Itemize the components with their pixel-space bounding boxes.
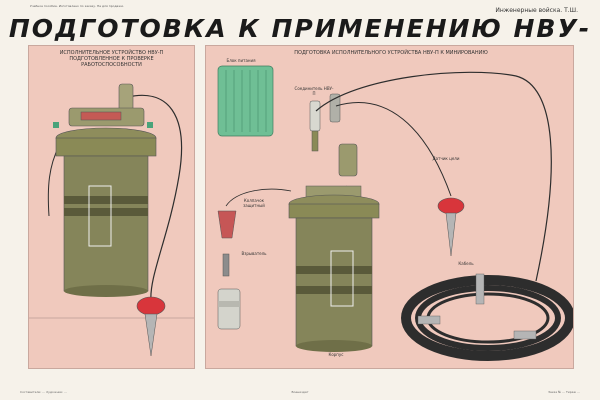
poster-code: Инженерные войска. Т.Ш. xyxy=(495,7,578,14)
top-note: Учебное пособие. Изготовлено по заказу. … xyxy=(30,4,124,8)
footer-center: Воениздат xyxy=(291,390,309,394)
right-panel: ПОДГОТОВКА ИСПОЛНИТЕЛЬНОГО УСТРОЙСТВА НВ… xyxy=(205,45,574,369)
label-fuse: Взрыватель xyxy=(241,251,267,256)
right-panel-caption: ПОДГОТОВКА ИСПОЛНИТЕЛЬНОГО УСТРОЙСТВА НВ… xyxy=(294,50,488,56)
label-battery-block: Блок питания xyxy=(226,58,256,63)
label-connector: Соединитель НВУ-П xyxy=(294,86,334,96)
label-cable: Кабель xyxy=(458,261,474,266)
left-panel-caption: ИСПОЛНИТЕЛЬНОЕ УСТРОЙСТВО НВУ-П ПОДГОТОВ… xyxy=(59,50,164,68)
left-device-illustration xyxy=(29,83,194,357)
label-housing: Корпус xyxy=(328,352,344,357)
right-device-illustration xyxy=(217,65,573,361)
label-sensor: Датчик цели xyxy=(432,156,460,161)
left-panel: ИСПОЛНИТЕЛЬНОЕ УСТРОЙСТВО НВУ-П ПОДГОТОВ… xyxy=(28,45,195,369)
footer-left: Составители: ... Художник: ... xyxy=(20,390,68,394)
label-cap: Колпачок защитный xyxy=(243,198,265,208)
footer-right: Заказ № ... Тираж ... xyxy=(548,390,580,394)
